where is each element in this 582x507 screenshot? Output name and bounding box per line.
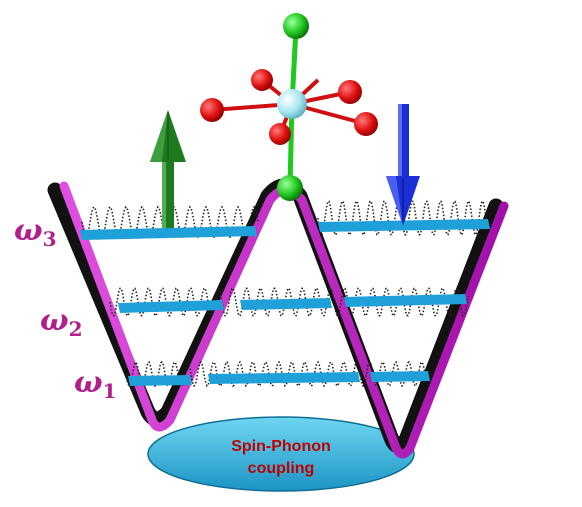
level-labels: ω3 ω2 ω1 — [14, 213, 117, 403]
atom-red-left — [200, 98, 224, 122]
atom-red-upper-right — [338, 80, 362, 104]
level1-bar-left — [128, 375, 192, 386]
wave-level2 — [109, 287, 469, 317]
atom-green-top — [283, 13, 309, 39]
omega1-label: ω1 — [74, 365, 117, 403]
omega2-label: ω2 — [40, 303, 83, 341]
base-label-line1: Spin-Phonon — [231, 438, 331, 455]
wave-level1 — [125, 360, 433, 388]
level2-bar-mid — [240, 298, 332, 310]
level1-bar-right — [370, 371, 430, 382]
omega3-label: ω3 — [14, 213, 57, 251]
atom-red-bottom — [269, 123, 291, 145]
base-platform: Spin-Phonon coupling — [147, 416, 415, 492]
atom-red-right — [354, 112, 378, 136]
spin-up-arrow — [150, 110, 186, 228]
atom-red-upper-left — [251, 69, 273, 91]
atom-green-bottom — [277, 175, 303, 201]
wave-level3-left — [81, 205, 259, 239]
level3-bar-left — [80, 226, 257, 240]
level3-bar-right — [318, 219, 490, 232]
spin-down-arrow — [386, 104, 420, 226]
level2-bar-right — [344, 294, 467, 307]
atom-center — [277, 89, 307, 119]
base-label-line2: coupling — [248, 460, 315, 477]
molecule — [200, 13, 378, 201]
energy-levels — [80, 219, 490, 386]
level2-bar-left — [118, 300, 224, 313]
level1-bar-mid — [208, 372, 360, 384]
